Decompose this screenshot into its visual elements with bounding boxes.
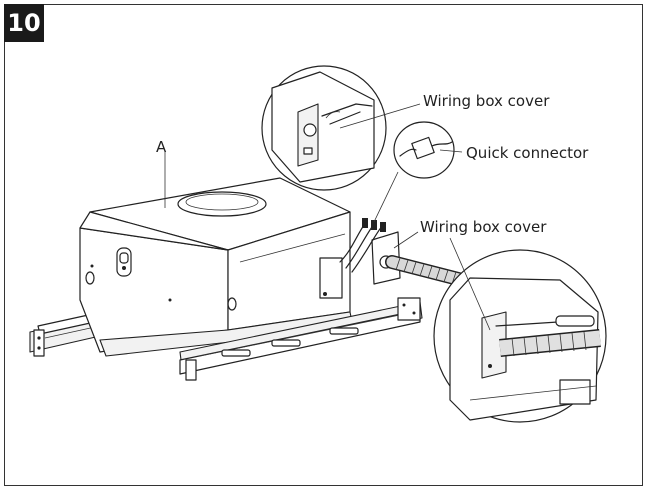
housing-label-a: A: [156, 138, 167, 156]
wiring-box: [339, 218, 401, 285]
wiring-box-cover-label-bottom: Wiring box cover: [420, 218, 547, 236]
housing-a: [79, 177, 353, 357]
detail-circle-bottom: [433, 249, 607, 423]
quick-connector-detail: [393, 121, 455, 179]
wiring-box-cover-label-top: Wiring box cover: [423, 92, 550, 110]
hanger-bar-front: [179, 297, 423, 381]
step-number-badge: 10: [4, 4, 44, 42]
leader-lines: [164, 103, 491, 331]
quick-connector-label: Quick connector: [466, 144, 589, 162]
diagram-frame: [4, 4, 643, 486]
detail-circle-top: [261, 65, 387, 191]
